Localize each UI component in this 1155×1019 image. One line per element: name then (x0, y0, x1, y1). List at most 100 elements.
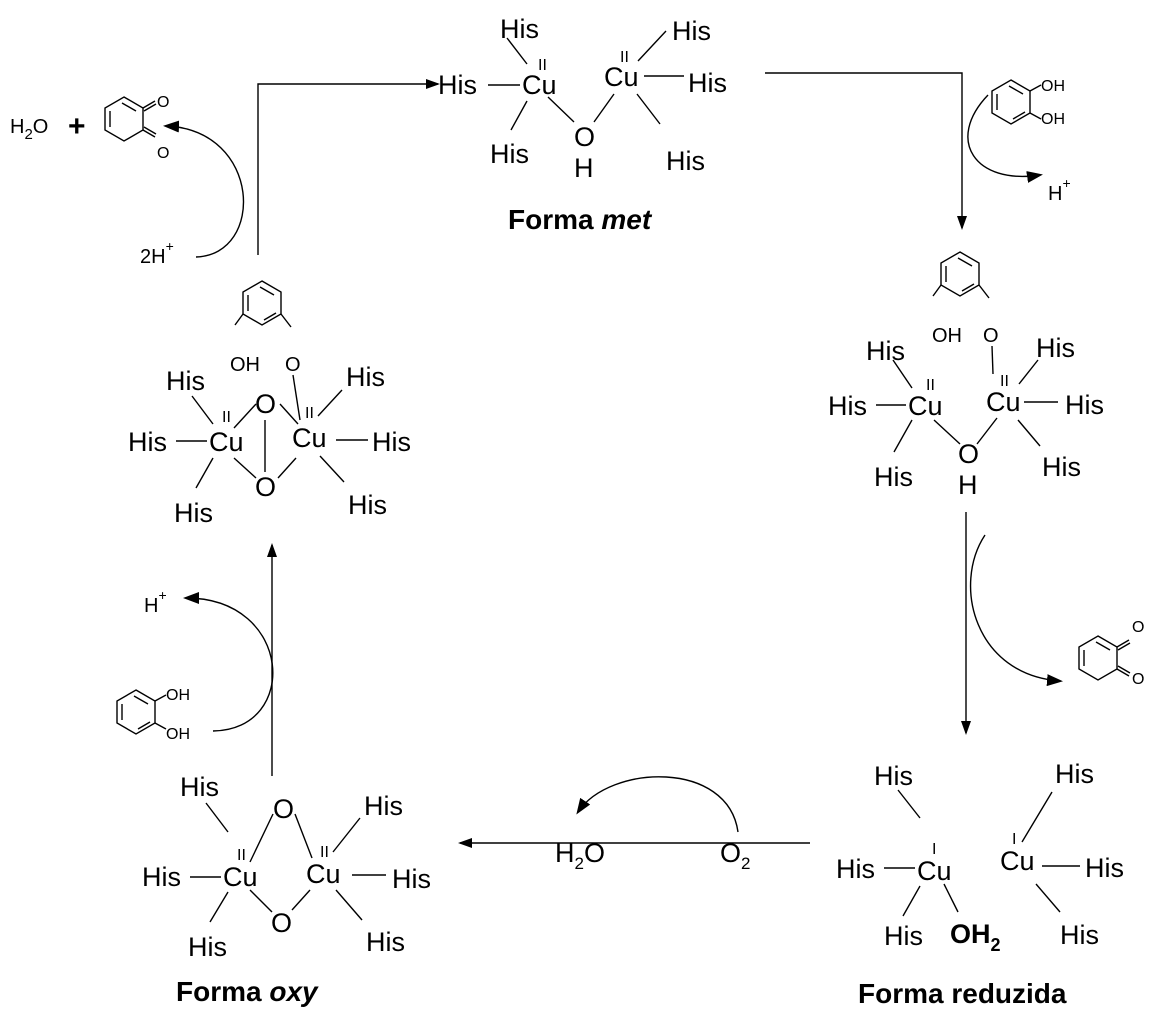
oh2-ligand: OH2 (950, 919, 1001, 955)
svg-text:His: His (874, 462, 913, 492)
oxy-complex: His His Cu II His O O Cu II His His His … (142, 772, 431, 1007)
svg-text:His: His (828, 391, 867, 421)
svg-text:Cu: Cu (223, 862, 258, 892)
svg-text:His: His (372, 427, 411, 457)
svg-text:His: His (364, 791, 403, 821)
quinone-topleft (104, 96, 157, 142)
svg-text:Cu: Cu (917, 856, 952, 886)
svg-text:His: His (1065, 390, 1104, 420)
svg-text:O: O (1132, 619, 1144, 636)
svg-text:II: II (320, 844, 329, 861)
svg-text:Cu: Cu (209, 427, 244, 457)
label-forma-oxy: Forma oxy (176, 976, 319, 1007)
svg-text:His: His (500, 14, 539, 44)
svg-text:O: O (255, 472, 276, 502)
h-plus-topright: H+ (1048, 175, 1071, 205)
svg-text:His: His (438, 70, 477, 100)
svg-text:His: His (348, 490, 387, 520)
svg-text:II: II (620, 49, 629, 66)
svg-text:His: His (166, 366, 205, 396)
substrate-bound-complex: OH O His His Cu II His Cu II His His His… (828, 251, 1104, 500)
label-forma-reduzida: Forma reduzida (858, 978, 1067, 1009)
h-plus-left: H+ (144, 587, 167, 617)
svg-text:His: His (188, 932, 227, 962)
oxygen-exchange: H2O O2 (555, 838, 750, 873)
svg-text:H: H (958, 470, 978, 500)
curved-arrow-to-quinone (163, 120, 245, 258)
svg-text:Cu: Cu (292, 423, 327, 453)
svg-text:His: His (392, 864, 431, 894)
svg-text:O: O (983, 325, 999, 347)
svg-text:His: His (836, 854, 875, 884)
svg-text:O: O (958, 439, 979, 469)
svg-text:His: His (1085, 853, 1124, 883)
svg-text:His: His (688, 68, 727, 98)
svg-text:O: O (157, 145, 169, 162)
curved-arrow-catechol-in-left (183, 592, 274, 732)
catechol-left: OH OH H+ (116, 587, 190, 743)
arrow-met-to-substrate (765, 72, 967, 230)
svg-text:His: His (866, 336, 905, 366)
svg-text:O: O (157, 94, 169, 111)
curved-arrow-quinone-out (969, 534, 1063, 687)
svg-text:His: His (884, 921, 923, 951)
svg-text:II: II (222, 409, 231, 426)
peroxo-substrate-complex: OH O His His Cu II His O O Cu II His His… (128, 280, 411, 528)
svg-text:His: His (142, 862, 181, 892)
svg-text:II: II (237, 847, 246, 864)
svg-text:Cu: Cu (1000, 846, 1035, 876)
svg-text:OH: OH (230, 354, 260, 376)
svg-text:I: I (1012, 831, 1016, 848)
svg-text:OH: OH (166, 687, 190, 704)
catechol-topright: OH OH H+ (991, 78, 1071, 205)
svg-text:O: O (273, 794, 294, 824)
svg-text:His: His (874, 761, 913, 791)
svg-text:II: II (305, 405, 314, 422)
water-released: H2O (555, 838, 605, 873)
svg-text:O: O (285, 354, 301, 376)
arrow-to-met (257, 79, 440, 255)
svg-text:II: II (1000, 373, 1009, 390)
svg-text:II: II (926, 377, 935, 394)
cycle-arrows (257, 72, 971, 848)
svg-text:Cu: Cu (306, 859, 341, 889)
svg-text:O: O (1132, 671, 1144, 688)
svg-text:OH: OH (1041, 111, 1065, 128)
svg-text:OH: OH (932, 325, 962, 347)
products-topleft: H2O + O O 2H+ (10, 94, 174, 268)
svg-text:O: O (255, 389, 276, 419)
svg-text:I: I (932, 841, 936, 858)
svg-text:His: His (672, 16, 711, 46)
reduzida-complex: His His Cu I His OH2 Cu I His His His Fo… (836, 759, 1124, 1009)
quinone-right: O O (1078, 619, 1144, 688)
svg-text:Cu: Cu (604, 62, 639, 92)
svg-text:OH: OH (166, 726, 190, 743)
svg-text:His: His (128, 427, 167, 457)
svg-text:O: O (574, 122, 595, 152)
svg-text:Cu: Cu (908, 391, 943, 421)
svg-text:II: II (538, 57, 547, 74)
svg-text:OH: OH (1041, 78, 1065, 95)
svg-text:His: His (366, 927, 405, 957)
svg-text:Cu: Cu (986, 387, 1021, 417)
oxygen-in: O2 (720, 838, 750, 873)
svg-text:H: H (574, 153, 594, 183)
svg-text:O: O (271, 908, 292, 938)
plus-sign: + (68, 110, 86, 143)
side-arrows (163, 94, 1063, 833)
svg-text:His: His (346, 362, 385, 392)
svg-text:His: His (1042, 452, 1081, 482)
met-complex: His His Cu II His Cu II His His His O H … (438, 14, 727, 235)
water-product: H2O (10, 116, 48, 143)
svg-text:His: His (174, 498, 213, 528)
svg-text:His: His (1060, 920, 1099, 950)
svg-text:His: His (180, 772, 219, 802)
label-forma-met: Forma met (508, 204, 653, 235)
curved-arrow-catechol-in (967, 94, 1043, 183)
two-h-plus: 2H+ (140, 238, 174, 268)
svg-text:Cu: Cu (522, 70, 557, 100)
svg-text:His: His (666, 146, 705, 176)
svg-text:His: His (490, 139, 529, 169)
svg-text:His: His (1036, 333, 1075, 363)
